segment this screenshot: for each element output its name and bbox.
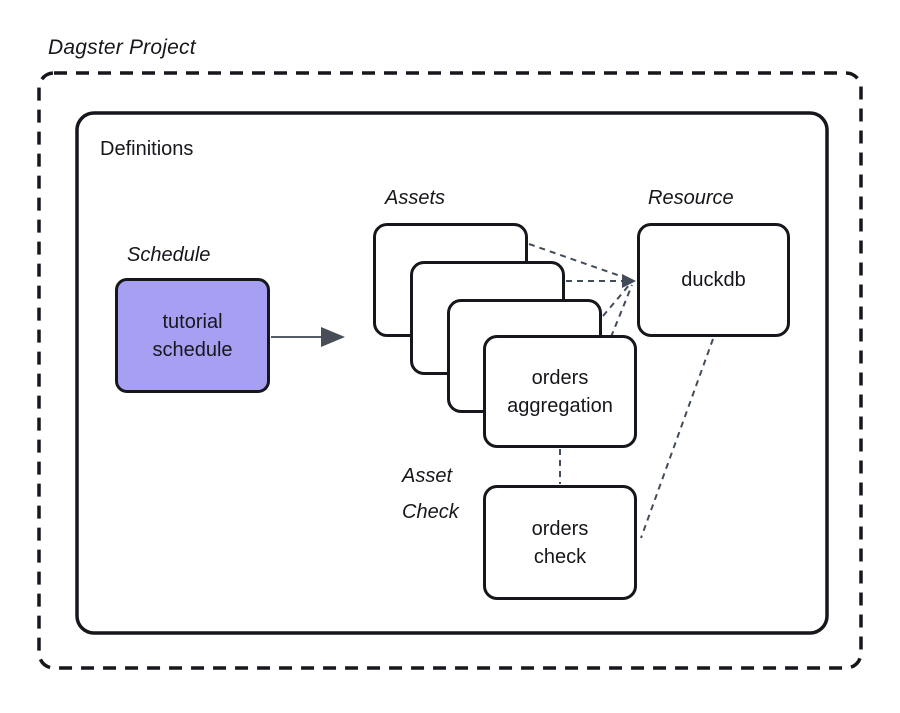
orders-aggregation-to-duckdb-link <box>610 284 633 338</box>
definitions-boundary <box>75 111 829 635</box>
tutorial-schedule-label-line2: schedule <box>152 338 233 361</box>
orders-check-label-line1: orders <box>531 517 589 540</box>
asset-back-to-duckdb-link <box>528 243 630 280</box>
node-tutorial-schedule: tutorial schedule <box>115 278 270 393</box>
orders-aggregation-label-line1: orders <box>531 366 589 389</box>
schedule-to-assets-arrow-head-icon <box>321 327 345 347</box>
asset-check-section-label: Asset Check <box>402 458 459 530</box>
duckdb-label: duckdb <box>681 269 746 291</box>
node-duckdb: duckdb <box>637 223 790 337</box>
project-dashed-boundary <box>37 71 863 670</box>
tutorial-schedule-label-line1: tutorial <box>162 310 223 333</box>
node-orders-check: orders check <box>483 485 637 600</box>
definitions-label: Definitions <box>100 138 194 160</box>
orders-check-label-line2: check <box>533 545 587 568</box>
asset-check-label-line1: Asset <box>402 465 453 487</box>
assets-section-label: Assets <box>385 187 446 209</box>
orders-aggregation-label-line2: aggregation <box>507 394 613 417</box>
diagram-title: Dagster Project <box>48 36 196 59</box>
asset-front-to-duckdb-link <box>602 283 631 317</box>
duckdb-to-orders-check-link <box>640 338 714 539</box>
schedule-section-label: Schedule <box>127 244 211 266</box>
resource-section-label: Resource <box>648 187 734 209</box>
duckdb-link-arrow-head-icon <box>622 274 636 288</box>
node-orders-aggregation: orders aggregation <box>483 335 637 448</box>
asset-check-label-line2: Check <box>402 501 459 523</box>
